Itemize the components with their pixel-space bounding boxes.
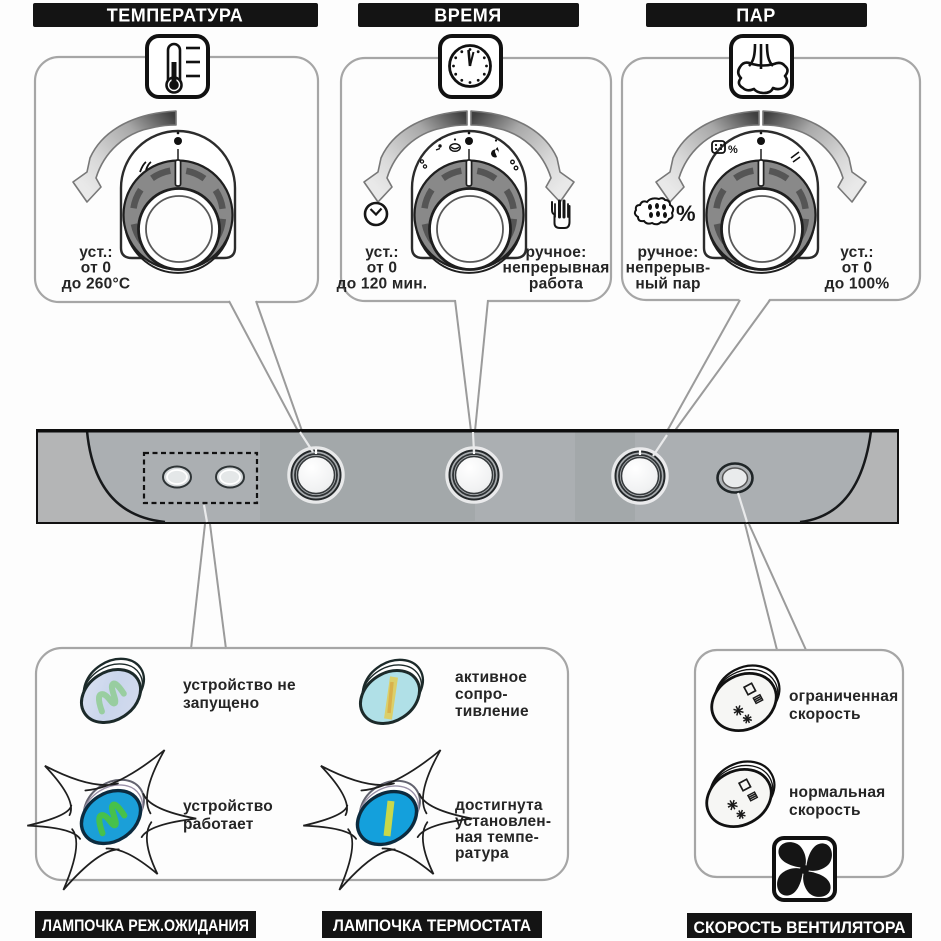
svg-text:ручное:: ручное: (638, 244, 699, 261)
svg-text:сопро-: сопро- (455, 686, 508, 703)
svg-text:уст.:: уст.: (79, 244, 113, 261)
svg-text:непрерывная: непрерывная (503, 260, 610, 277)
svg-text:тивление: тивление (455, 703, 529, 720)
svg-text:%: % (676, 201, 696, 226)
svg-text:от 0: от 0 (367, 260, 397, 277)
svg-text:ВРЕМЯ: ВРЕМЯ (434, 6, 501, 26)
svg-text:скорость: скорость (789, 802, 861, 819)
svg-text:до 260°C: до 260°C (62, 276, 130, 293)
svg-text:ручное:: ручное: (526, 244, 587, 261)
svg-text:СКОРОСТЬ ВЕНТИЛЯТОРА: СКОРОСТЬ ВЕНТИЛЯТОРА (694, 918, 906, 937)
svg-text:скорость: скорость (789, 706, 861, 723)
svg-text:ЛАМПОЧКА РЕЖ.ОЖИДАНИЯ: ЛАМПОЧКА РЕЖ.ОЖИДАНИЯ (42, 917, 249, 935)
svg-text:от 0: от 0 (81, 260, 111, 277)
svg-text:ная темпе-: ная темпе- (455, 829, 539, 846)
svg-text:ратура: ратура (455, 845, 509, 862)
svg-text:ограниченная: ограниченная (789, 688, 898, 705)
svg-text:от 0: от 0 (842, 260, 872, 277)
svg-text:запущено: запущено (183, 695, 259, 712)
svg-text:ПАР: ПАР (736, 6, 775, 26)
svg-text:устройство: устройство (183, 798, 273, 815)
svg-text:до 120 мин.: до 120 мин. (337, 276, 428, 293)
svg-text:уст.:: уст.: (365, 244, 399, 261)
svg-text:работа: работа (529, 276, 583, 293)
svg-text:активное: активное (455, 669, 527, 686)
svg-text:ный пар: ный пар (635, 276, 700, 293)
svg-text:нормальная: нормальная (789, 784, 885, 801)
svg-text:уст.:: уст.: (840, 244, 874, 261)
svg-text:достигнута: достигнута (455, 797, 543, 814)
svg-text:устройство не: устройство не (183, 677, 296, 694)
svg-text:%: % (728, 144, 738, 156)
svg-text:непрерыв-: непрерыв- (626, 260, 711, 277)
svg-text:установлен-: установлен- (455, 813, 551, 830)
svg-text:до 100%: до 100% (825, 276, 890, 293)
svg-text:ТЕМПЕРАТУРА: ТЕМПЕРАТУРА (107, 6, 244, 26)
svg-text:работает: работает (183, 816, 254, 833)
svg-text:ЛАМПОЧКА ТЕРМОСТАТА: ЛАМПОЧКА ТЕРМОСТАТА (333, 917, 531, 935)
